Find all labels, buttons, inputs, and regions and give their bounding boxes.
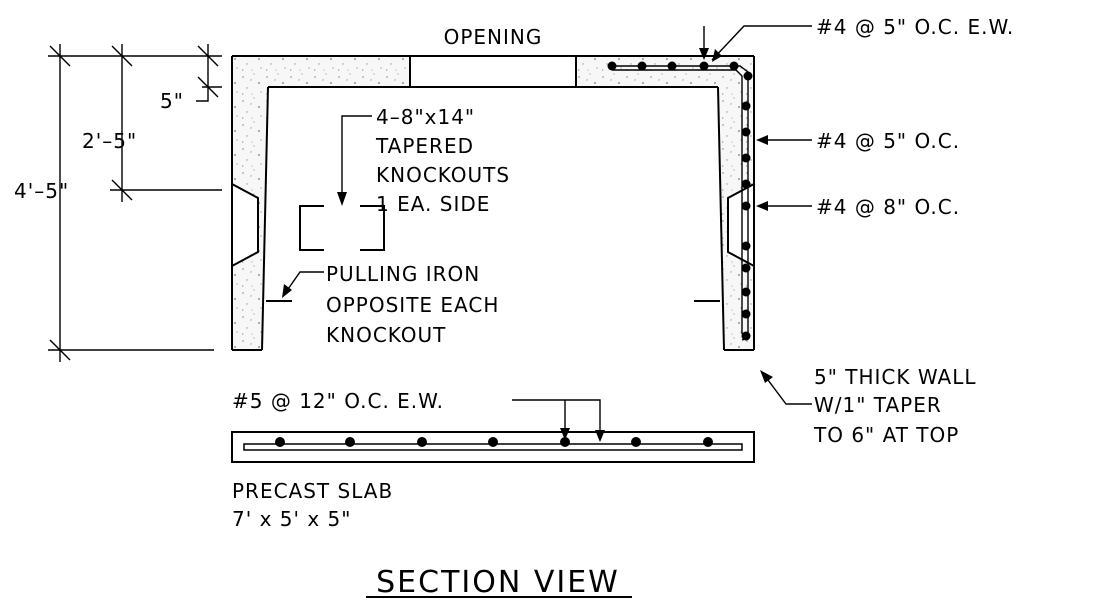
svg-text:TAPERED: TAPERED xyxy=(375,134,474,158)
svg-text:W/1" TAPER: W/1" TAPER xyxy=(814,393,942,417)
svg-text:4–8"x14": 4–8"x14" xyxy=(376,105,475,129)
svg-text:PULLING IRON: PULLING IRON xyxy=(326,262,480,286)
svg-text:PRECAST SLAB: PRECAST SLAB xyxy=(232,479,393,503)
rebar-cage xyxy=(607,61,753,341)
top-rebar-label: #4 @ 5" O.C. E.W. xyxy=(816,15,1014,39)
opening-label: OPENING xyxy=(444,25,543,49)
wall-note: 5" THICK WALL W/1" TAPER TO 6" AT TOP xyxy=(813,365,977,447)
dim-top-thickness: 5" xyxy=(160,89,184,113)
box-structure xyxy=(231,55,755,351)
svg-text:7' x 5' x 5": 7' x 5' x 5" xyxy=(232,507,351,531)
knockout-note: 4–8"x14" TAPERED KNOCKOUTS 1 EA. SIDE xyxy=(375,105,510,216)
svg-text:KNOCKOUTS: KNOCKOUTS xyxy=(376,163,510,187)
svg-text:OPPOSITE EACH: OPPOSITE EACH xyxy=(326,293,499,317)
rebar-dots-top xyxy=(607,61,739,71)
svg-text:TO 6" AT TOP: TO 6" AT TOP xyxy=(813,423,959,447)
svg-text:1 EA. SIDE: 1 EA. SIDE xyxy=(376,192,490,216)
svg-text:KNOCKOUT: KNOCKOUT xyxy=(326,323,446,347)
wall-rebar-8-label: #4 @ 8" O.C. xyxy=(816,195,960,219)
wall-rebar-5-label: #4 @ 5" O.C. xyxy=(816,129,960,153)
rebar-dots-wall xyxy=(741,71,753,341)
dimension-lines xyxy=(48,44,222,362)
wall-knockouts xyxy=(231,182,755,268)
dim-total-height: 4'–5" xyxy=(14,179,69,203)
slab-rebar-label: #5 @ 12" O.C. E.W. xyxy=(232,389,444,413)
precast-slab xyxy=(231,431,755,463)
pulling-iron-note: PULLING IRON OPPOSITE EACH KNOCKOUT xyxy=(326,262,499,347)
drawing-title: SECTION VIEW xyxy=(376,565,620,600)
slab-note: PRECAST SLAB 7' x 5' x 5" xyxy=(232,479,393,531)
svg-text:5" THICK WALL: 5" THICK WALL xyxy=(814,365,977,389)
back-knockout-symbol xyxy=(299,205,385,251)
leaders xyxy=(282,25,812,442)
dim-knockout-height: 2'–5" xyxy=(82,129,137,153)
